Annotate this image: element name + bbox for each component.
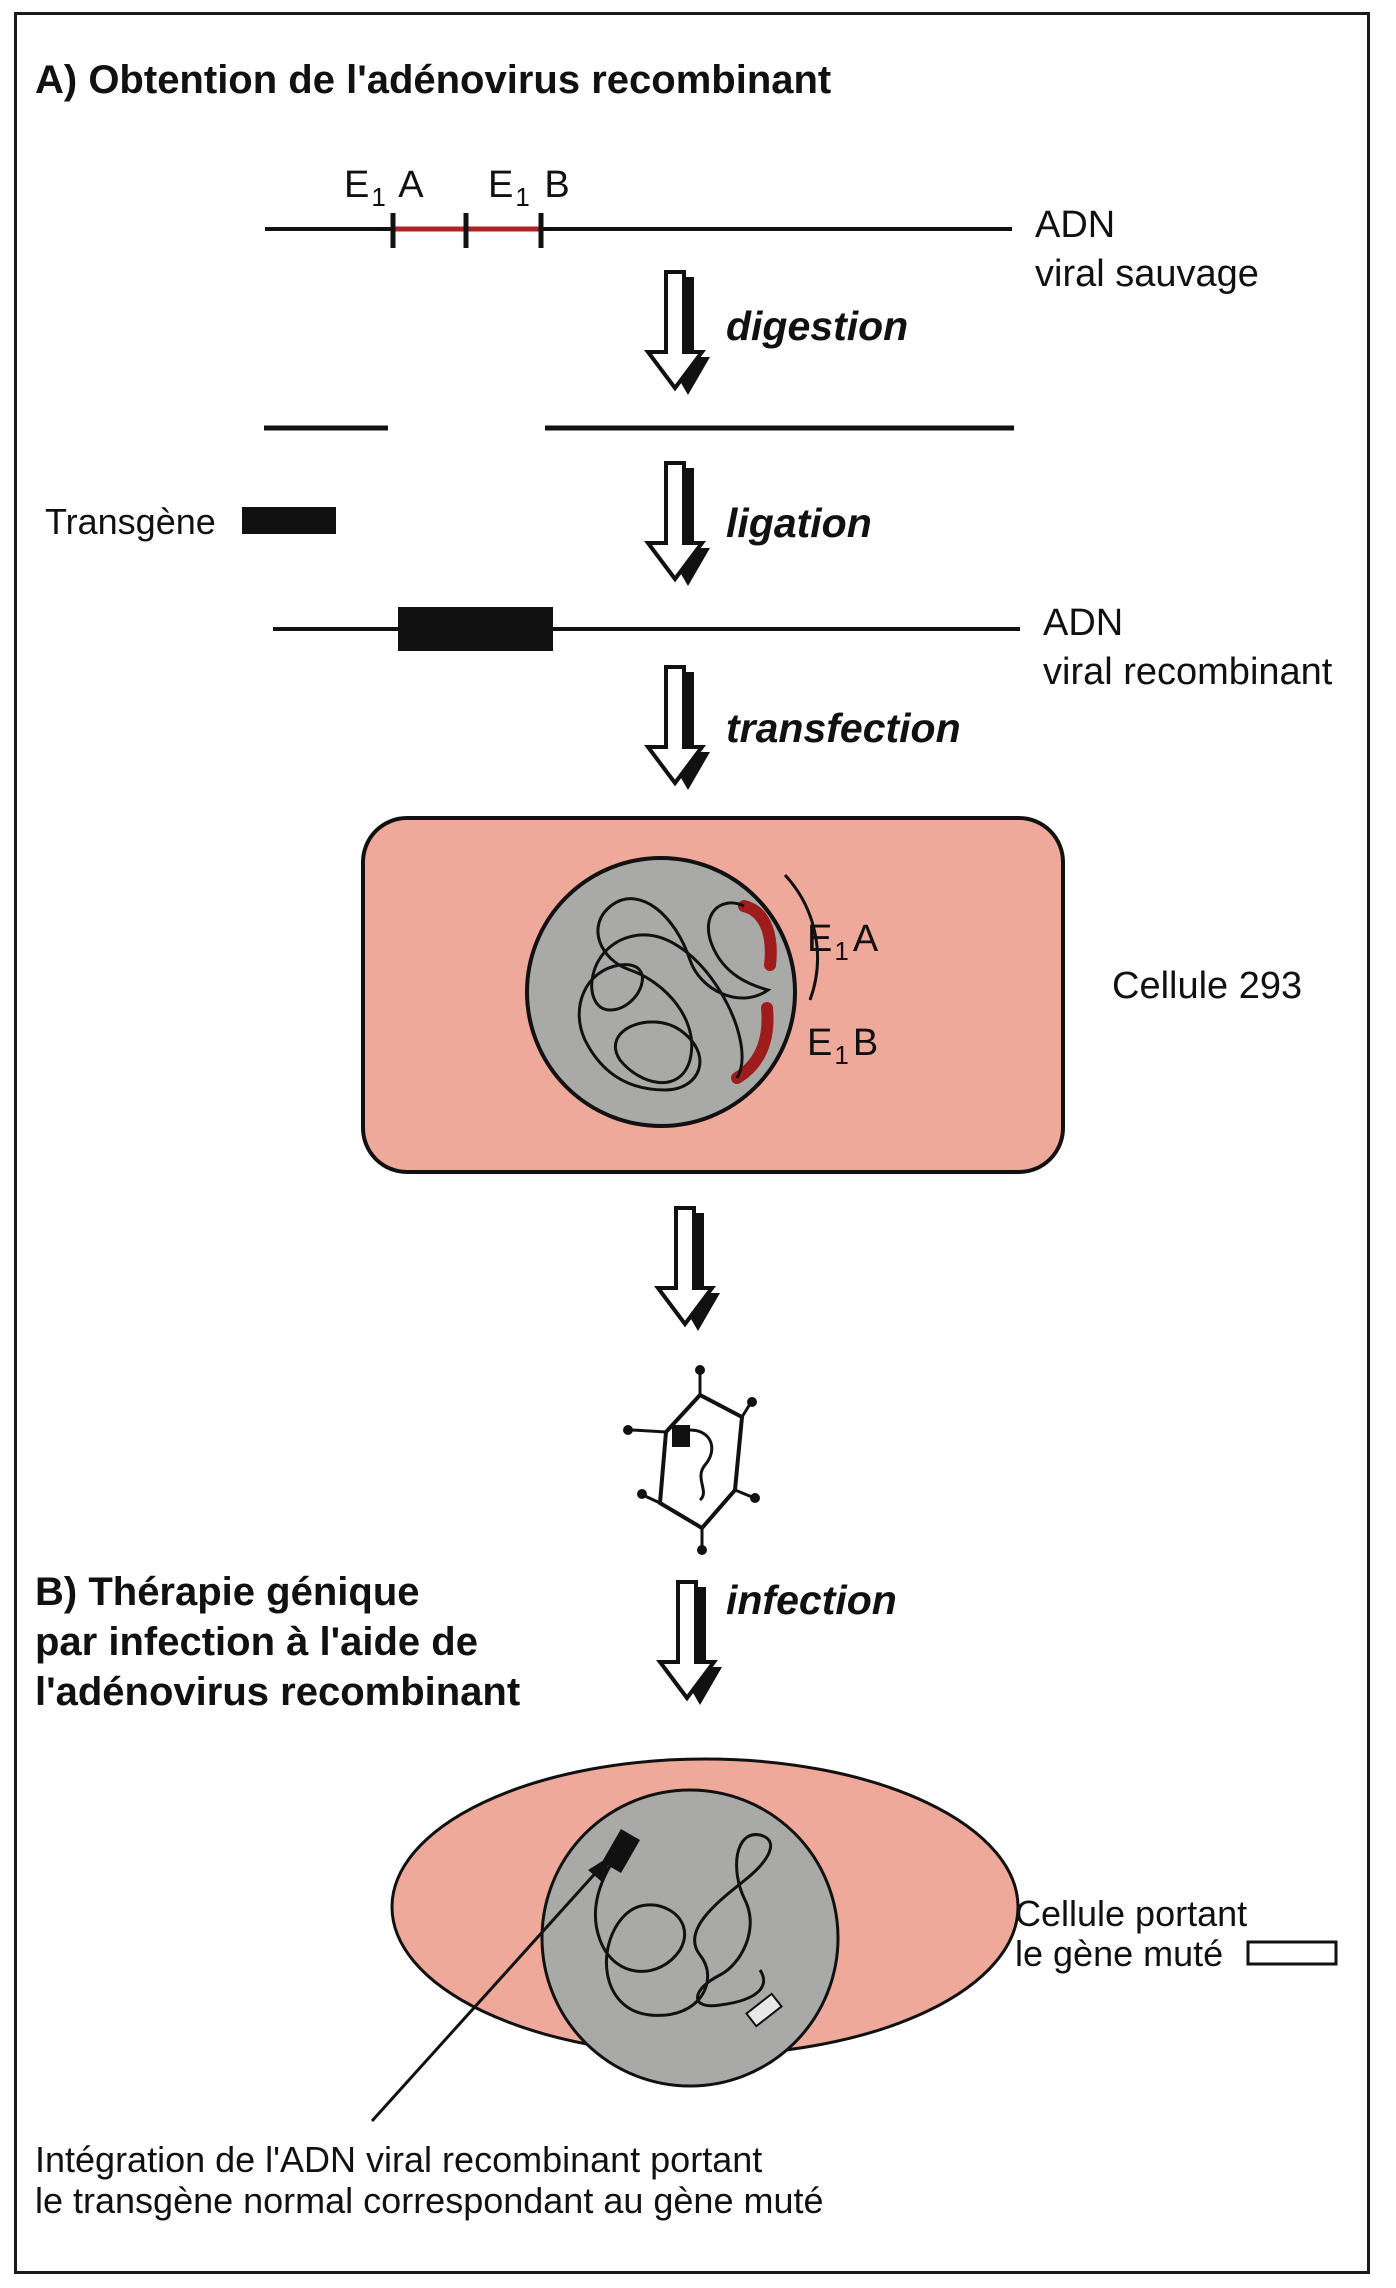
cell-293-chromosome bbox=[577, 897, 772, 1092]
gene-label-e1b: E1 B bbox=[488, 164, 570, 213]
target-cell-label-line2: le gène muté bbox=[1015, 1933, 1224, 1974]
integration-pointer bbox=[370, 1855, 612, 2123]
cell-293-nucleus bbox=[525, 856, 797, 1128]
target-cell-chromosome bbox=[594, 1833, 773, 2017]
section-a-title: A) Obtention de l'adénovirus recombinant bbox=[35, 58, 832, 102]
recombinant-dna-line bbox=[273, 607, 1020, 651]
transgene-label: Transgène bbox=[45, 501, 216, 542]
cell-293-label: Cellule 293 bbox=[1112, 965, 1303, 1007]
cell-293-e1b-segment bbox=[731, 1002, 774, 1084]
virus-particle bbox=[623, 1365, 760, 1555]
arrow-infection bbox=[658, 1580, 724, 1707]
integrated-transgene bbox=[601, 1829, 641, 1873]
target-cell-nucleus bbox=[540, 1788, 840, 2088]
section-b-title-line2: par infection à l'aide de bbox=[35, 1620, 478, 1664]
target-cell-label-line1: Cellule portant bbox=[1015, 1893, 1248, 1934]
step-digestion: digestion bbox=[726, 303, 909, 349]
transgene-block bbox=[242, 507, 336, 534]
section-b-title-line1: B) Thérapie génique bbox=[35, 1570, 420, 1614]
step-ligation: ligation bbox=[726, 500, 872, 546]
wild-dna-label-line2: viral sauvage bbox=[1035, 253, 1259, 295]
arrow-transfection bbox=[646, 665, 712, 792]
recomb-dna-label-line1: ADN bbox=[1043, 602, 1124, 644]
figure-frame bbox=[14, 12, 1370, 2274]
gene-label-e1a: E1 A bbox=[344, 164, 424, 213]
caption-line1: Intégration de l'ADN viral recombinant p… bbox=[35, 2139, 763, 2180]
wild-dna-line bbox=[265, 213, 1012, 248]
arrow-release bbox=[656, 1206, 722, 1333]
arrow-ligation bbox=[646, 461, 712, 588]
caption-line2: le transgène normal correspondant au gèn… bbox=[35, 2180, 824, 2221]
step-infection: infection bbox=[726, 1577, 897, 1623]
step-transfection: transfection bbox=[726, 705, 961, 751]
recomb-dna-label-line2: viral recombinant bbox=[1043, 651, 1333, 693]
mutated-gene-box bbox=[1246, 1940, 1338, 1966]
wild-dna-label-line1: ADN bbox=[1035, 204, 1116, 246]
cell-293-e1a-segment bbox=[738, 900, 777, 971]
arrow-digestion bbox=[646, 270, 712, 397]
section-b-title-line3: l'adénovirus recombinant bbox=[35, 1670, 521, 1714]
mutated-gene-in-nucleus bbox=[745, 1992, 783, 2028]
